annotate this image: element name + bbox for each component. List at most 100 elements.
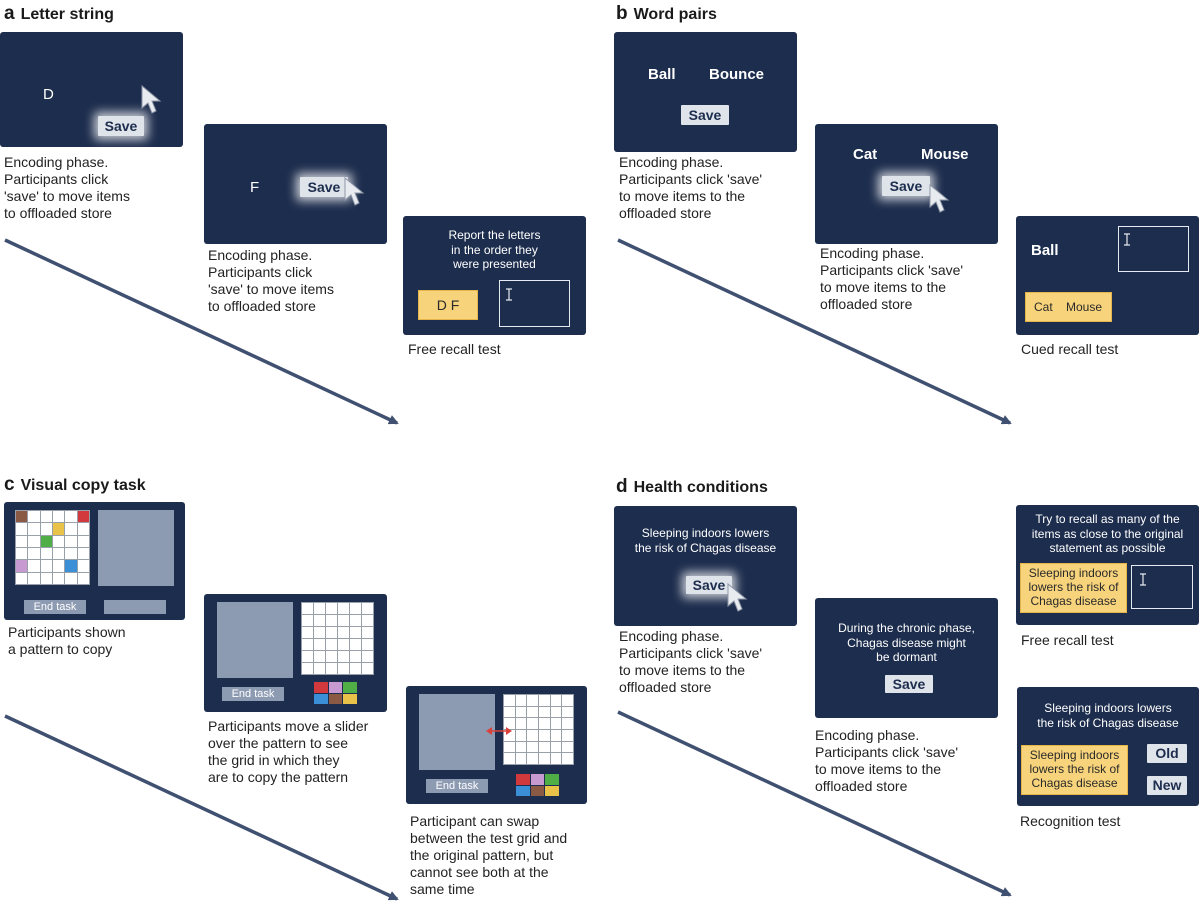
grid-cell[interactable] (349, 650, 362, 663)
grid-cell[interactable] (503, 694, 516, 707)
grid-cell[interactable] (337, 638, 350, 651)
grid-cell[interactable] (325, 602, 338, 615)
grid-cell[interactable] (76, 571, 91, 586)
grid-cell[interactable] (361, 602, 374, 615)
grid-cell[interactable] (14, 522, 29, 536)
grid-cell[interactable] (349, 614, 362, 627)
grid-cell[interactable] (337, 614, 350, 627)
end-task-button[interactable]: End task (426, 779, 488, 793)
grid-cell[interactable] (561, 694, 574, 707)
grid-cell[interactable] (361, 638, 374, 651)
new-button[interactable]: New (1147, 776, 1187, 795)
grid-cell[interactable] (301, 650, 314, 663)
grid-cell[interactable] (76, 522, 91, 536)
grid-cell[interactable] (325, 638, 338, 651)
palette-swatch[interactable] (530, 774, 545, 785)
grid-cell[interactable] (526, 717, 539, 730)
grid-cell[interactable] (51, 559, 66, 573)
grid-cell[interactable] (51, 546, 66, 561)
grid-cell[interactable] (76, 509, 91, 524)
grid-cell[interactable] (561, 717, 574, 730)
grid-cell[interactable] (64, 522, 78, 536)
grid-cell[interactable] (313, 602, 326, 615)
save-button[interactable]: Save (681, 105, 729, 125)
grid-cell[interactable] (51, 522, 66, 536)
grid-cell[interactable] (14, 534, 29, 549)
end-task-button[interactable]: End task (222, 687, 284, 701)
grid-cell[interactable] (76, 546, 91, 561)
grid-cell[interactable] (361, 650, 374, 663)
grid-cell[interactable] (76, 559, 91, 573)
grid-cell[interactable] (561, 752, 574, 765)
grid-cell[interactable] (361, 662, 374, 675)
grid-cell[interactable] (337, 662, 350, 675)
grid-cell[interactable] (503, 752, 516, 765)
grid-cell[interactable] (538, 705, 551, 719)
grid-cell[interactable] (538, 740, 551, 754)
grid-cell[interactable] (349, 626, 362, 639)
palette-swatch[interactable] (545, 774, 559, 785)
grid-cell[interactable] (325, 650, 338, 663)
grid-cell[interactable] (51, 509, 66, 524)
grid-cell[interactable] (514, 694, 528, 707)
palette-swatch[interactable] (516, 774, 530, 785)
save-button[interactable]: Save (882, 176, 930, 196)
grid-cell[interactable] (514, 740, 528, 754)
grid-cell[interactable] (27, 571, 41, 586)
palette-swatch[interactable] (530, 785, 545, 796)
grid-cell[interactable] (538, 717, 551, 730)
grid-cell[interactable] (14, 571, 29, 586)
save-button[interactable]: Save (300, 177, 348, 197)
grid-cell[interactable] (526, 729, 539, 742)
grid-cell[interactable] (14, 546, 29, 561)
grid-cell[interactable] (14, 559, 29, 573)
grid-cell[interactable] (526, 705, 539, 719)
grid-cell[interactable] (27, 509, 41, 524)
grid-cell[interactable] (549, 717, 563, 730)
grid-cell[interactable] (514, 752, 528, 765)
grid-cell[interactable] (561, 740, 574, 754)
grid-cell[interactable] (64, 571, 78, 586)
grid-cell[interactable] (361, 614, 374, 627)
palette-swatch[interactable] (545, 785, 559, 796)
color-palette[interactable] (314, 682, 357, 704)
grid-cell[interactable] (514, 729, 528, 742)
grid-cell[interactable] (349, 638, 362, 651)
grid-cell[interactable] (64, 509, 78, 524)
grid-cell[interactable] (503, 717, 516, 730)
grid-cell[interactable] (337, 626, 350, 639)
grid-cell[interactable] (76, 534, 91, 549)
grid-cell[interactable] (301, 662, 314, 675)
grid-cell[interactable] (325, 626, 338, 639)
grid-cell[interactable] (27, 559, 41, 573)
grid-cell[interactable] (39, 559, 54, 573)
grid-cell[interactable] (549, 705, 563, 719)
grid-cell[interactable] (51, 534, 66, 549)
grid-cell[interactable] (39, 571, 54, 586)
grid-cell[interactable] (27, 534, 41, 549)
copy-grid[interactable] (301, 602, 374, 675)
grid-cell[interactable] (538, 694, 551, 707)
grid-cell[interactable] (538, 752, 551, 765)
grid-cell[interactable] (301, 614, 314, 627)
grid-cell[interactable] (503, 729, 516, 742)
grid-cell[interactable] (349, 602, 362, 615)
slider-track[interactable] (104, 600, 166, 614)
grid-cell[interactable] (39, 522, 54, 536)
grid-cell[interactable] (313, 638, 326, 651)
recall-input-box[interactable] (499, 280, 570, 327)
copy-grid[interactable] (503, 694, 574, 765)
grid-cell[interactable] (325, 662, 338, 675)
grid-cell[interactable] (561, 705, 574, 719)
grid-cell[interactable] (514, 705, 528, 719)
grid-cell[interactable] (538, 729, 551, 742)
grid-cell[interactable] (349, 662, 362, 675)
grid-cell[interactable] (561, 729, 574, 742)
old-button[interactable]: Old (1147, 744, 1187, 763)
palette-swatch[interactable] (314, 693, 328, 704)
palette-swatch[interactable] (328, 693, 343, 704)
grid-cell[interactable] (337, 650, 350, 663)
grid-cell[interactable] (549, 740, 563, 754)
recall-input-box[interactable] (1118, 226, 1189, 272)
palette-swatch[interactable] (314, 682, 328, 693)
